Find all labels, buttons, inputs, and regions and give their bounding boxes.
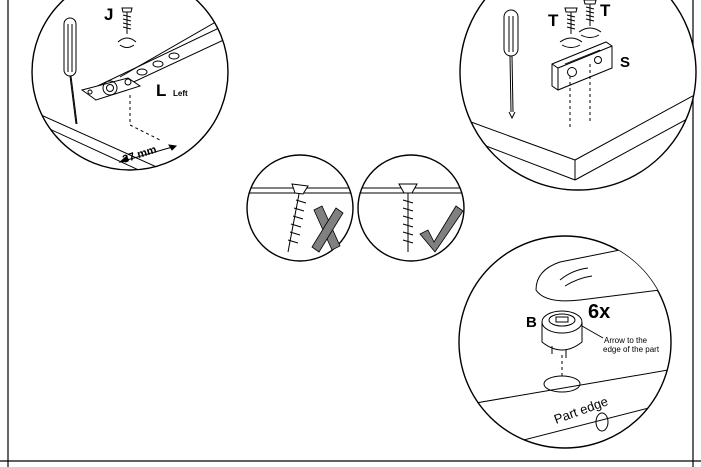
screw-t-left <box>559 7 583 48</box>
screw-j <box>117 7 137 48</box>
screw-t-right <box>578 0 602 38</box>
label-j: J <box>104 5 113 24</box>
detail-circle-cam-lock: B 6x Arrow to the edge of the part Part … <box>458 235 672 449</box>
screw-wrong-circle <box>246 154 354 262</box>
cam-lock-b <box>541 310 604 358</box>
detail-circle-angle-bracket: T T S <box>459 0 697 191</box>
screw-right-circle <box>357 154 465 262</box>
angle-bracket-s <box>551 41 613 91</box>
label-t-left: T <box>548 11 559 30</box>
arrow-note-line-2: edge of the part <box>603 345 660 354</box>
screwdriver-right <box>503 9 519 120</box>
straight-screw <box>398 183 418 252</box>
label-s: S <box>620 54 630 71</box>
label-t-right: T <box>600 1 611 20</box>
cross-mark-icon <box>311 205 344 253</box>
check-mark-icon <box>419 205 464 253</box>
quantity-label: 6x <box>588 301 610 323</box>
label-b: B <box>526 314 537 331</box>
screwdriver <box>63 17 78 125</box>
detail-circle-slide-mount: J L Left 37 mm <box>31 0 229 171</box>
label-l: L <box>156 81 166 100</box>
arrow-note-line-1: Arrow to the <box>604 336 648 345</box>
tilted-screw <box>287 183 309 253</box>
label-left: Left <box>173 89 188 98</box>
mounting-plate-l <box>80 77 142 101</box>
